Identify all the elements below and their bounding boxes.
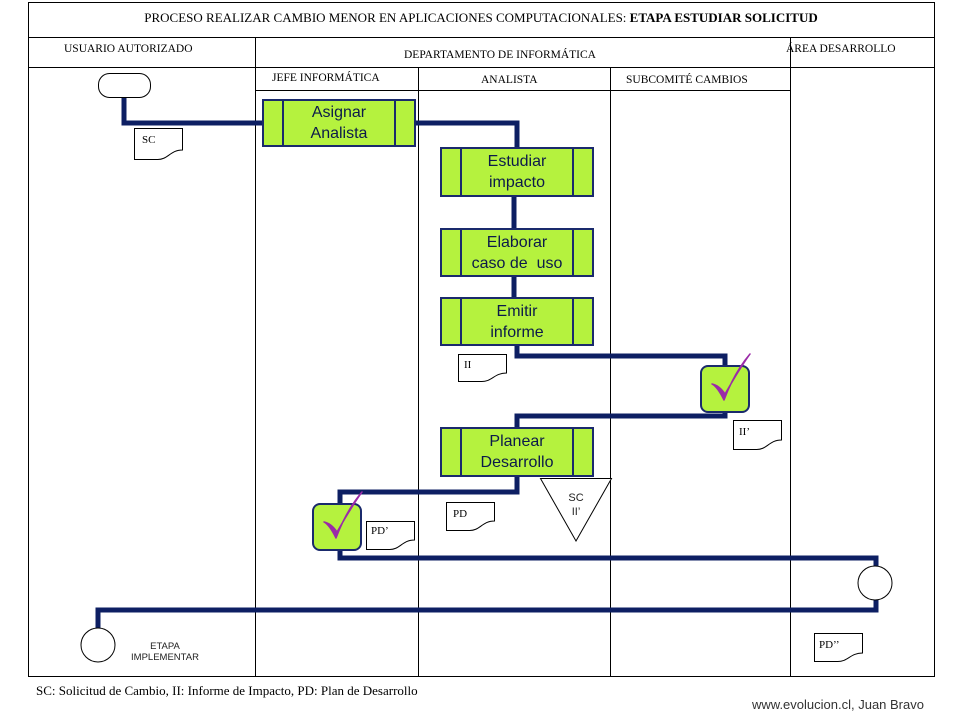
archive-triangle	[539, 478, 613, 543]
lane-departamento-label: DEPARTAMENTO DE INFORMÁTICA	[404, 49, 596, 61]
sublane-subcomite-label: SUBCOMITÉ CAMBIOS	[626, 74, 748, 86]
credit: www.evolucion.cl, Juan Bravo	[752, 697, 924, 712]
flow-check-to-area	[337, 548, 879, 566]
activity-emitir-informe: Emitir informe	[440, 297, 594, 346]
activity-asignar-line2: Analista	[310, 125, 368, 142]
connector-area	[857, 565, 893, 601]
archive-label-line2: II’	[571, 506, 581, 518]
flow-planear-to-check	[337, 476, 520, 506]
approval-box-subcomite	[700, 365, 750, 413]
connector-end	[80, 627, 116, 663]
activity-estudiar-impacto: Estudiar impacto	[440, 147, 594, 197]
approval-box-usuario	[312, 503, 362, 551]
archive-label: SC II’	[556, 491, 596, 519]
doc-pd-double	[814, 633, 863, 663]
doc-pd-prime	[366, 521, 415, 551]
flow-lines	[95, 97, 879, 628]
activity-estudiar-line1: Estudiar	[487, 153, 547, 170]
check-mark-icon	[711, 353, 751, 401]
flow-emitir-to-check	[514, 345, 728, 368]
lane-usuario-label: USUARIO AUTORIZADO	[64, 43, 193, 55]
archive-label-line1: SC	[568, 492, 584, 504]
title-stage: ETAPA ESTUDIAR SOLICITUD	[629, 10, 818, 25]
flow-area-to-end	[95, 598, 879, 628]
activity-asignar-line1: Asignar	[311, 104, 367, 121]
outer-border	[28, 2, 935, 677]
legend: SC: Solicitud de Cambio, II: Informe de …	[36, 683, 418, 698]
check-mark-icon	[323, 491, 363, 539]
doc-pd	[446, 502, 495, 532]
doc-ii-label: II	[464, 359, 472, 371]
doc-pd-double-label: PD’’	[819, 639, 840, 651]
doc-pd-prime-label: PD’	[371, 525, 389, 537]
title-prefix: PROCESO REALIZAR CAMBIO MENOR EN APLICAC…	[144, 10, 630, 25]
flow-asignar-to-estudiar	[414, 120, 520, 148]
sublane-analista-label: ANALISTA	[481, 74, 538, 86]
flow-start-to-asignar	[121, 97, 264, 126]
doc-ii	[458, 354, 507, 383]
doc-sc-label: SC	[142, 134, 156, 146]
activity-emitir-line2: informe	[490, 323, 544, 341]
end-stage-line1: ETAPA	[150, 641, 180, 652]
activity-planear-line1: Planear	[489, 433, 545, 450]
documents	[134, 128, 863, 663]
sublane-jefe-label: JEFE INFORMÁTICA	[272, 72, 380, 84]
doc-ii-prime-label: II’	[739, 426, 750, 438]
activity-elaborar-line1: Elaborar	[486, 233, 548, 251]
lane-area-label: ÁREA DESARROLLO	[786, 43, 896, 55]
doc-ii-prime	[733, 420, 782, 451]
flow-check-to-planear	[514, 412, 728, 428]
diagram-title: PROCESO REALIZAR CAMBIO MENOR EN APLICAC…	[28, 10, 934, 26]
activity-estudiar-line2: impacto	[488, 174, 545, 191]
activity-elaborar-line2: caso de uso	[471, 254, 563, 272]
activity-planear-line2: Desarrollo	[480, 454, 554, 471]
doc-pd-label: PD	[453, 508, 468, 520]
activity-emitir-line1: Emitir	[496, 302, 538, 320]
frame	[28, 2, 935, 677]
start-terminator	[98, 73, 151, 98]
end-stage-line2: IMPLEMENTAR	[131, 652, 199, 663]
doc-sc	[134, 128, 183, 161]
activity-elaborar-caso-uso: Elaborar caso de uso	[440, 228, 594, 277]
